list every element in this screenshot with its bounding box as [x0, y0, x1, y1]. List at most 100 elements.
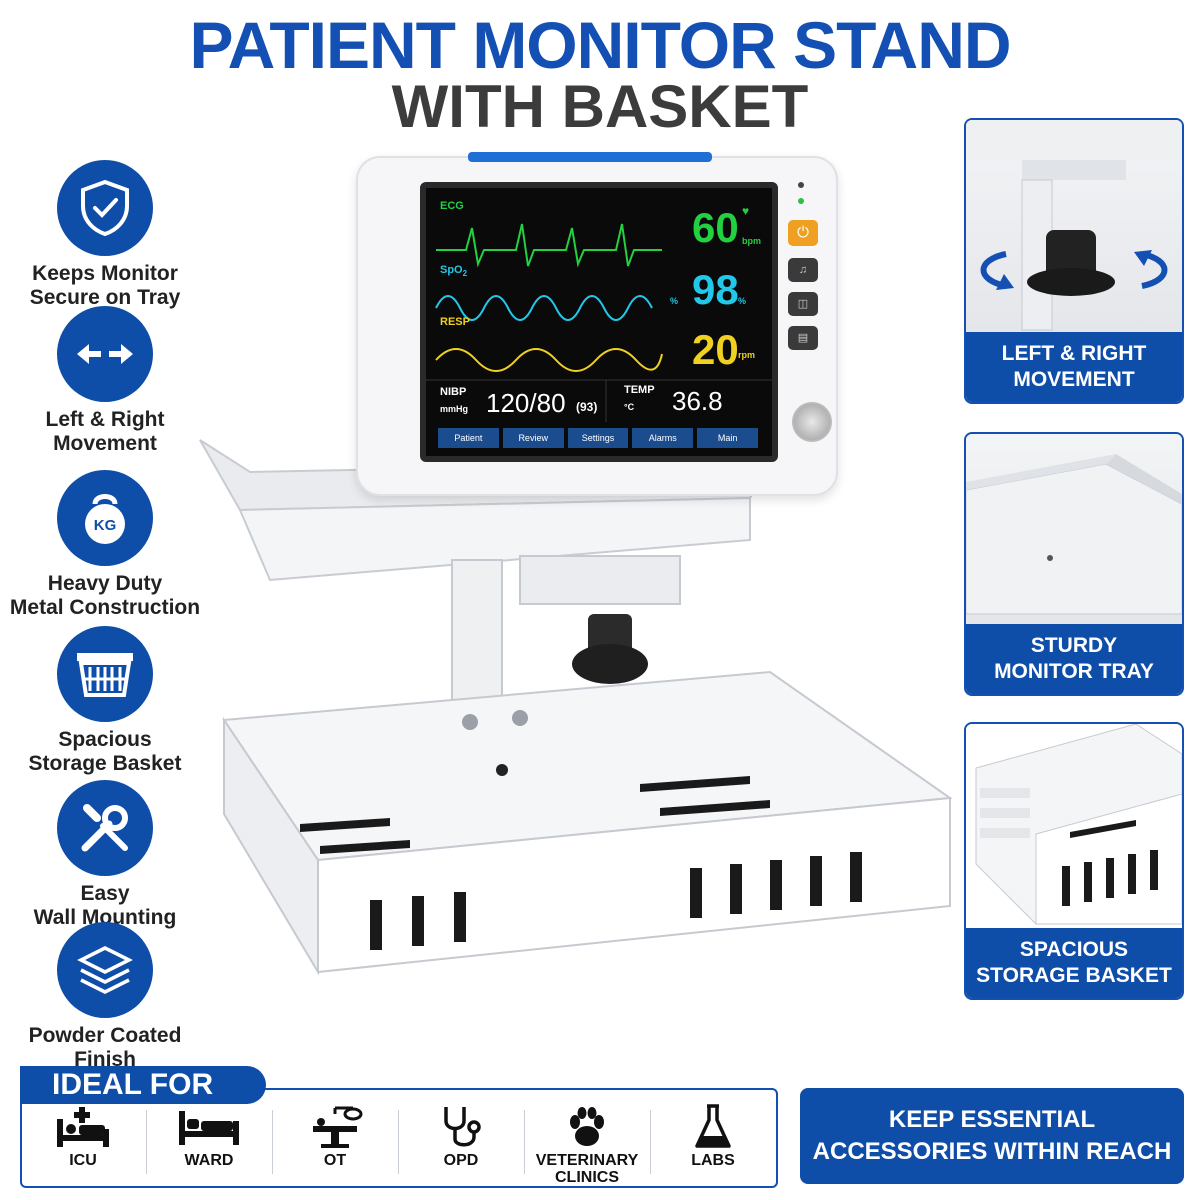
spo2-label-text: SpO	[440, 264, 463, 276]
kettlebell-icon: KG	[57, 470, 153, 566]
layers-icon	[57, 922, 153, 1018]
page-title: PATIENT MONITOR STAND	[189, 8, 1011, 82]
ideal-item-label: ICU	[69, 1152, 97, 1169]
ideal-item-label: OT	[323, 1152, 347, 1169]
ideal-divider	[398, 1110, 399, 1174]
feature-label: Keeps Monitor	[32, 262, 178, 285]
ideal-divider	[650, 1110, 651, 1174]
ideal-item-label: OPD	[443, 1152, 479, 1169]
ward-bed-icon	[146, 1102, 272, 1152]
paw-icon	[524, 1102, 650, 1152]
panel-caption-line: SPACIOUS	[1019, 938, 1129, 961]
temp-label: TEMP	[624, 384, 655, 396]
basket-icon	[57, 626, 153, 722]
feature-label: Movement	[53, 432, 157, 455]
feature-label: Metal Construction	[9, 596, 201, 619]
heart-rate-value: 60	[692, 204, 739, 251]
keep-line: KEEP ESSENTIAL	[888, 1106, 1096, 1133]
feature-label: Easy	[80, 882, 130, 905]
stethoscope-icon	[398, 1102, 524, 1152]
monitor-screen: ECG 60 bpm ♥ SpO2 98 % % RESP 20 rpm NIB…	[420, 182, 778, 462]
page-subtitle: WITH BASKET	[391, 73, 809, 140]
ideal-item-veterinary: VETERINARY CLINICS	[524, 1102, 650, 1186]
ideal-item-opd: OPD	[398, 1102, 524, 1169]
ideal-item-label: CLINICS	[555, 1169, 619, 1186]
status-led	[798, 182, 804, 188]
panel-caption-line: MOVEMENT	[1013, 368, 1135, 391]
ideal-item-ward: WARD	[146, 1102, 272, 1169]
feature-label: Storage Basket	[28, 752, 182, 775]
feature-label: Powder Coated	[28, 1024, 182, 1047]
alarm-button[interactable]: ♫	[788, 258, 818, 282]
flask-icon	[650, 1102, 776, 1152]
power-led	[798, 198, 804, 204]
panel-movement: LEFT & RIGHT MOVEMENT	[964, 118, 1184, 404]
svg-text:KG: KG	[94, 517, 117, 534]
keep-line: ACCESSORIES WITHIN REACH	[812, 1138, 1172, 1165]
panel-caption-line: STORAGE BASKET	[976, 964, 1172, 987]
freeze-button[interactable]: ◫	[788, 292, 818, 316]
icu-bed-icon	[20, 1102, 146, 1152]
feature-label: Finish	[74, 1048, 136, 1071]
ecg-label: ECG	[440, 200, 464, 212]
temp-value: 36.8	[672, 386, 723, 416]
wrench-screwdriver-icon	[57, 780, 153, 876]
panel-caption-line: STURDY	[1030, 634, 1118, 657]
feature-label: Heavy Duty	[47, 572, 163, 595]
panel-tray: STURDY MONITOR TRAY	[964, 432, 1184, 696]
panel-tray-image	[966, 434, 1182, 624]
spo2-label-sub: 2	[462, 269, 468, 279]
nibp-label: NIBP	[440, 386, 467, 398]
stand-illustration	[199, 431, 953, 976]
spo2-label: SpO2	[440, 264, 467, 278]
keep-essential-banner: KEEP ESSENTIAL ACCESSORIES WITHIN REACH	[800, 1088, 1184, 1184]
ideal-divider	[524, 1110, 525, 1174]
monitor-top-bar	[468, 152, 712, 162]
tab-review[interactable]: Review	[502, 428, 564, 448]
temp-unit: °C	[624, 402, 635, 412]
left-right-arrows-icon	[57, 306, 153, 402]
resp-unit: rpm	[738, 350, 756, 360]
heart-rate-unit: bpm	[742, 236, 761, 246]
ideal-for-heading: IDEAL FOR	[20, 1066, 266, 1104]
panel-basket-caption: SPACIOUS STORAGE BASKET	[966, 928, 1182, 998]
patient-monitor: ECG 60 bpm ♥ SpO2 98 % % RESP 20 rpm NIB…	[356, 152, 838, 496]
nibp-unit: mmHg	[440, 404, 469, 414]
tab-patient[interactable]: Patient	[438, 428, 499, 448]
panel-tray-caption: STURDY MONITOR TRAY	[966, 624, 1182, 694]
tab-main[interactable]: Main	[697, 428, 758, 448]
power-button[interactable]: ⏻	[788, 220, 818, 246]
ideal-item-label: WARD	[184, 1152, 234, 1169]
spo2-unit: %	[670, 296, 679, 306]
waveforms	[426, 223, 772, 422]
ideal-divider	[272, 1110, 273, 1174]
menu-button[interactable]: ▤	[788, 326, 818, 350]
panel-basket-image	[966, 724, 1182, 928]
resp-value: 20	[692, 326, 739, 373]
tab-alarms[interactable]: Alarms	[632, 428, 694, 448]
ideal-item-ot: OT	[272, 1102, 398, 1169]
panel-caption-line: MONITOR TRAY	[994, 660, 1154, 683]
panel-movement-caption: LEFT & RIGHT MOVEMENT	[966, 332, 1182, 402]
panel-movement-image	[966, 120, 1182, 332]
ideal-for-box	[20, 1088, 778, 1188]
feature-label: Secure on Tray	[29, 286, 181, 309]
panel-basket: SPACIOUS STORAGE BASKET	[964, 722, 1184, 1000]
shield-check-icon	[57, 160, 153, 256]
nibp-mean: (93)	[576, 400, 598, 414]
panel-caption-line: LEFT & RIGHT	[1001, 342, 1147, 365]
monitor-tab-bar: Patient Review Settings Alarms Main	[438, 428, 758, 448]
spo2-value: 98	[692, 266, 739, 313]
ideal-item-labs: LABS	[650, 1102, 776, 1169]
feature-label: Left & Right	[45, 408, 165, 431]
rotary-knob[interactable]	[792, 402, 832, 442]
feature-label: Spacious	[58, 728, 152, 751]
ideal-item-label: VETERINARY	[535, 1152, 639, 1169]
tab-settings[interactable]: Settings	[567, 428, 629, 448]
ideal-item-label: LABS	[691, 1152, 735, 1169]
